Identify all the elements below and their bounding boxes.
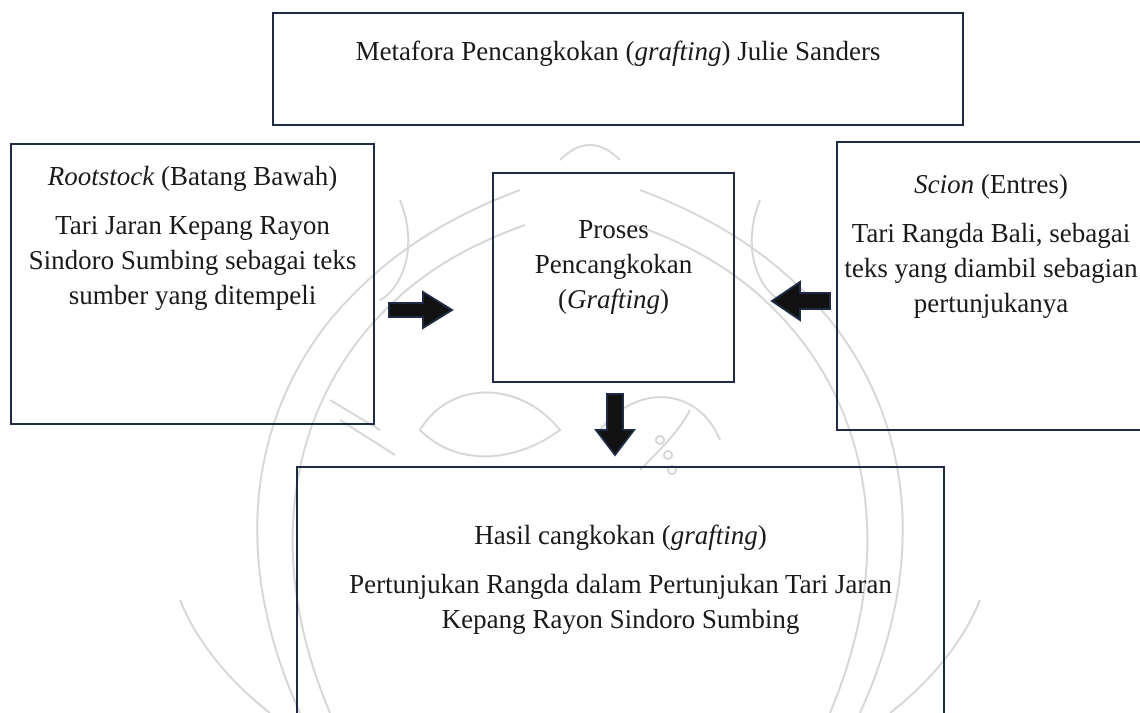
- process-line3: (Grafting): [494, 282, 733, 317]
- result-heading-part2: ): [757, 520, 767, 550]
- process-box: Proses Pencangkokan (Grafting): [492, 172, 735, 383]
- scion-box: Scion (Entres) Tari Rangda Bali, sebagai…: [836, 141, 1140, 431]
- process-line1: Proses: [578, 214, 649, 244]
- title-text-part2: ) Julie Sanders: [721, 36, 881, 66]
- scion-heading-rest: (Entres): [974, 169, 1068, 199]
- result-body: Pertunjukan Rangda dalam Pertunjukan Tar…: [349, 569, 892, 634]
- scion-heading: Scion (Entres): [838, 167, 1140, 202]
- rootstock-heading-italic: Rootstock: [47, 161, 155, 191]
- scion-body: Tari Rangda Bali, sebagai teks yang diam…: [844, 218, 1138, 318]
- title-text-part1: Metafora Pencangkokan (: [355, 36, 635, 66]
- process-line2: Pencangkokan: [534, 249, 693, 279]
- result-heading: Hasil cangkokan (grafting): [298, 518, 943, 553]
- process-line3-italic: Grafting: [566, 284, 660, 314]
- result-heading-part1: Hasil cangkokan (: [474, 520, 671, 550]
- rootstock-box: Rootstock (Batang Bawah) Tari Jaran Kepa…: [10, 143, 375, 425]
- arrow-left-icon: [770, 280, 831, 322]
- title-text-italic: grafting: [634, 36, 722, 66]
- rootstock-heading: Rootstock (Batang Bawah): [12, 159, 373, 194]
- scion-heading-italic: Scion: [914, 169, 975, 199]
- rootstock-heading-rest: (Batang Bawah): [154, 161, 338, 191]
- process-line3-open: (: [557, 284, 567, 314]
- title-box: Metafora Pencangkokan (grafting) Julie S…: [272, 12, 964, 126]
- result-heading-italic: grafting: [670, 520, 758, 550]
- process-line3-close: ): [660, 284, 669, 314]
- title-text: Metafora Pencangkokan (grafting) Julie S…: [274, 34, 962, 69]
- rootstock-body: Tari Jaran Kepang Rayon Sindoro Sumbing …: [28, 210, 357, 310]
- arrow-right-icon: [388, 290, 454, 330]
- result-box: Hasil cangkokan (grafting) Pertunjukan R…: [296, 466, 945, 713]
- arrow-down-icon: [593, 393, 637, 457]
